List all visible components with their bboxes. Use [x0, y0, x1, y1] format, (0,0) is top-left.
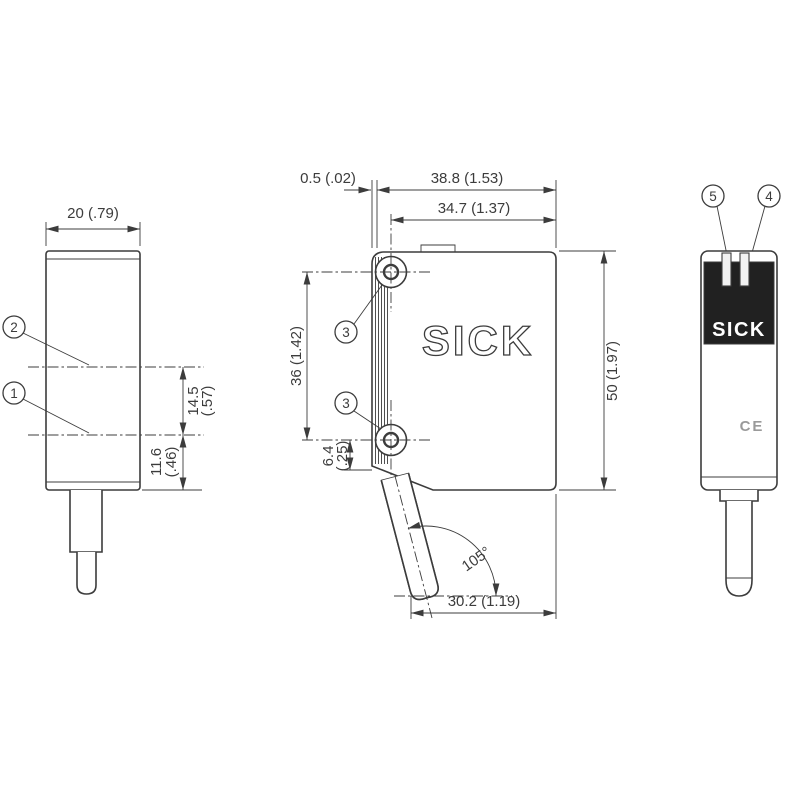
dim-axis-bottom-mm: 11.6	[148, 448, 165, 476]
callout-circle	[334, 320, 358, 344]
cable-rear	[725, 501, 753, 597]
indicator-slot	[721, 252, 732, 287]
callout-4: 4	[749, 184, 781, 261]
callout-circle	[334, 391, 358, 415]
dim-depth-total-label: 38.8 (1.53)	[431, 170, 504, 187]
sensor-body-side	[45, 250, 141, 491]
callout-number: 3	[342, 396, 350, 411]
dim-width-label: 20 (.79)	[67, 205, 119, 222]
callout-number: 5	[709, 189, 717, 204]
callout-circle	[2, 315, 26, 339]
leader-line	[22, 398, 90, 434]
sick-logo-rear: SICK	[712, 319, 766, 341]
dim-hole-spacing-label: 36 (1.42)	[288, 326, 305, 386]
top-step	[420, 244, 456, 252]
dim-axis-bottom-in: (.46)	[163, 447, 180, 478]
sensor-body-front	[371, 251, 557, 491]
button-slot	[739, 252, 750, 287]
dim-face-offset-label: 0.5 (.02)	[300, 170, 356, 187]
cable-front-outline	[380, 473, 439, 601]
dim-cable-angle-label: 105°	[459, 543, 494, 575]
callout-number: 3	[342, 325, 350, 340]
leader-line	[353, 284, 383, 325]
display-panel	[703, 261, 775, 345]
front-view: SICK 3 3 0.5 (.02) 38.8 (1.53) 34.7 (1.3…	[288, 170, 621, 619]
callout-circle	[2, 381, 26, 405]
callout-3-bottom: 3	[334, 391, 382, 430]
dim-hole-to-face-mm: 6.4	[320, 446, 337, 467]
dim-width: 20 (.79)	[45, 205, 141, 246]
dim-cable-offset-label: 30.2 (1.19)	[448, 593, 521, 610]
cable-gland-side	[69, 490, 103, 553]
angle-arc	[407, 521, 500, 597]
cable-collar-rear	[719, 490, 759, 502]
mounting-hole-bottom	[302, 400, 430, 478]
dim-top: 0.5 (.02) 38.8 (1.53) 34.7 (1.37)	[300, 170, 557, 248]
callout-1: 1	[2, 381, 90, 434]
mounting-hole-top	[302, 214, 430, 312]
callout-circle	[701, 184, 725, 208]
dim-hole-to-face-in: (.25)	[334, 441, 351, 472]
callout-number: 4	[765, 189, 773, 204]
leader-line	[353, 410, 382, 430]
dim-depth-holes-label: 34.7 (1.37)	[438, 200, 511, 217]
cable-side	[76, 552, 97, 595]
callout-circle	[757, 184, 781, 208]
callout-number: 2	[10, 320, 18, 335]
sick-logo-front: SICK	[422, 317, 534, 364]
leader-line	[22, 332, 90, 366]
ce-mark: CE	[740, 418, 765, 435]
dim-height: 50 (1.97)	[559, 250, 621, 491]
dim-hole-spacing: 36 (1.42) 6.4 (.25)	[288, 272, 372, 471]
dim-axis-spacing: 14.5 (.57) 11.6 (.46)	[142, 367, 216, 491]
callout-2: 2	[2, 315, 90, 366]
dim-cable-offset: 30.2 (1.19)	[410, 494, 557, 619]
callout-number: 1	[10, 386, 18, 401]
dim-axis-spacing-mm: 14.5	[185, 386, 202, 415]
side-view: 20 (.79) 2 1 14.5 (.57) 11.6 (.46)	[2, 205, 216, 595]
rear-view: 5 4 SICK CE	[700, 184, 781, 597]
dim-axis-spacing-in: (.57)	[199, 386, 216, 417]
callout-3-top: 3	[334, 284, 383, 344]
callout-5: 5	[701, 184, 729, 261]
dim-height-label: 50 (1.97)	[604, 341, 621, 401]
